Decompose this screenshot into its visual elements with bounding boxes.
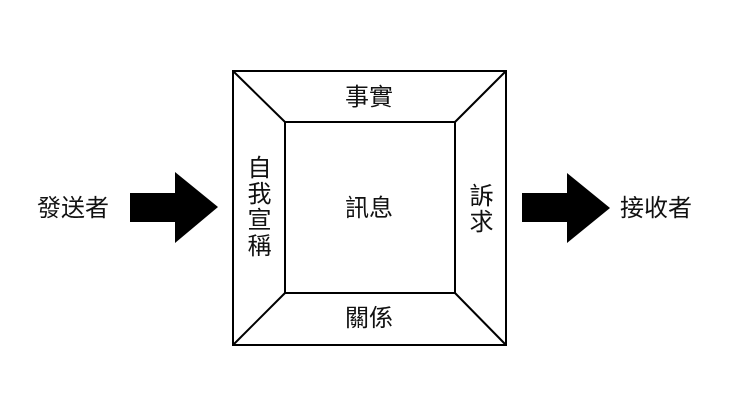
side-right-appeal: 訴求 — [465, 183, 493, 235]
inner-square — [284, 121, 456, 294]
center-message: 訊息 — [345, 194, 393, 222]
arrow-right-icon-receiver — [522, 173, 610, 243]
side-top-facts: 事實 — [345, 83, 393, 111]
side-left-self-revelation: 自我宣稱 — [243, 155, 271, 259]
arrow-right-icon-sender — [130, 172, 218, 243]
diagonal-bottom-right — [454, 292, 507, 346]
sender-label: 發送者 — [37, 194, 109, 222]
diagonal-top-left — [232, 70, 286, 123]
diagonal-bottom-left — [232, 292, 286, 346]
outer-square — [232, 70, 507, 346]
receiver-label: 接收者 — [620, 194, 692, 222]
side-bottom-relationship: 關係 — [345, 304, 393, 332]
diagonal-top-right — [454, 70, 507, 123]
